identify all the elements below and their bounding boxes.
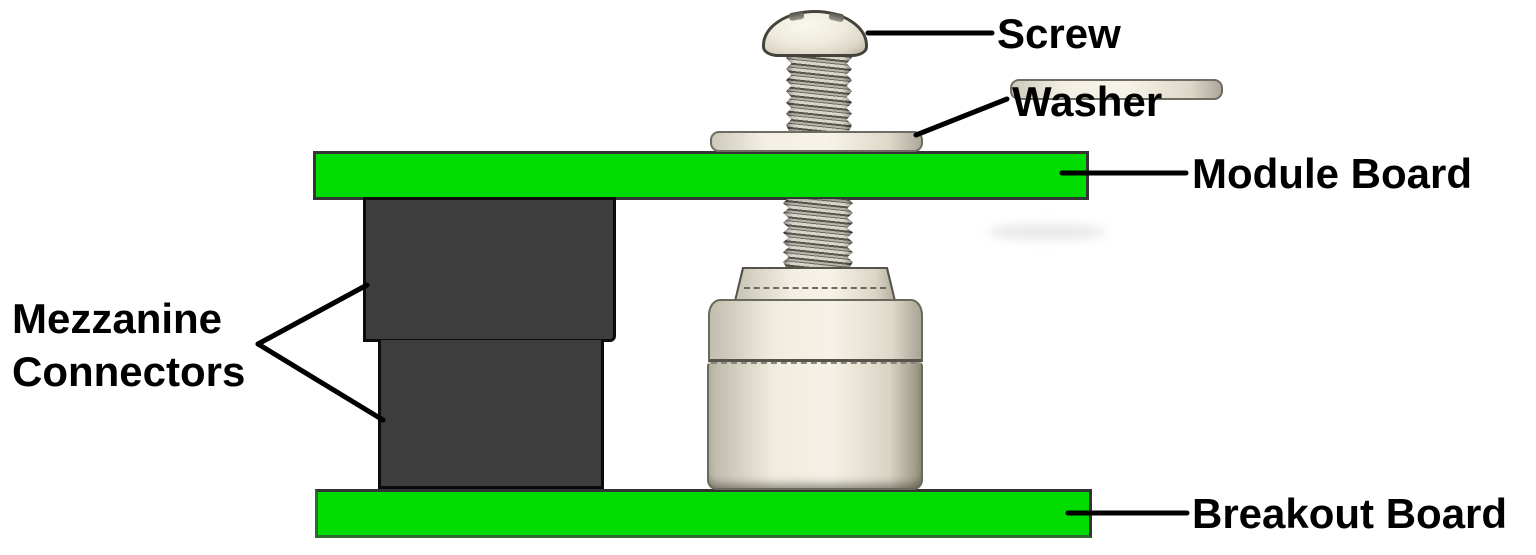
washer-label: Washer xyxy=(1010,79,1223,123)
washer xyxy=(710,131,923,152)
mezzanine-connector-upper xyxy=(363,197,616,342)
breakout-board xyxy=(315,489,1092,538)
standoff-cap-face xyxy=(736,269,894,301)
module-board-label: Module Board xyxy=(1192,150,1472,197)
screw-thread-upper xyxy=(786,53,852,133)
standoff-body-upper xyxy=(708,299,923,362)
screw-thread-lower xyxy=(783,199,853,269)
mezzanine-leader-line-lower xyxy=(255,341,386,423)
mezzanine-leader-line-upper xyxy=(255,282,370,347)
standoff-cap-seam xyxy=(743,287,887,290)
washer-leader-line xyxy=(913,96,1010,138)
standoff-body-lower xyxy=(707,362,923,490)
board-shadow xyxy=(988,224,1106,240)
mezzanine-connector-lower xyxy=(378,340,604,489)
mezzanine-connectors-label: Mezzanine Connectors xyxy=(12,292,245,398)
mezzanine-label-line2: Connectors xyxy=(12,348,246,395)
screw-label: Screw xyxy=(997,10,1121,57)
mezzanine-label-line1: Mezzanine xyxy=(12,295,223,342)
breakout-board-label: Breakout Board xyxy=(1192,490,1508,537)
standoff-cap xyxy=(734,267,896,301)
